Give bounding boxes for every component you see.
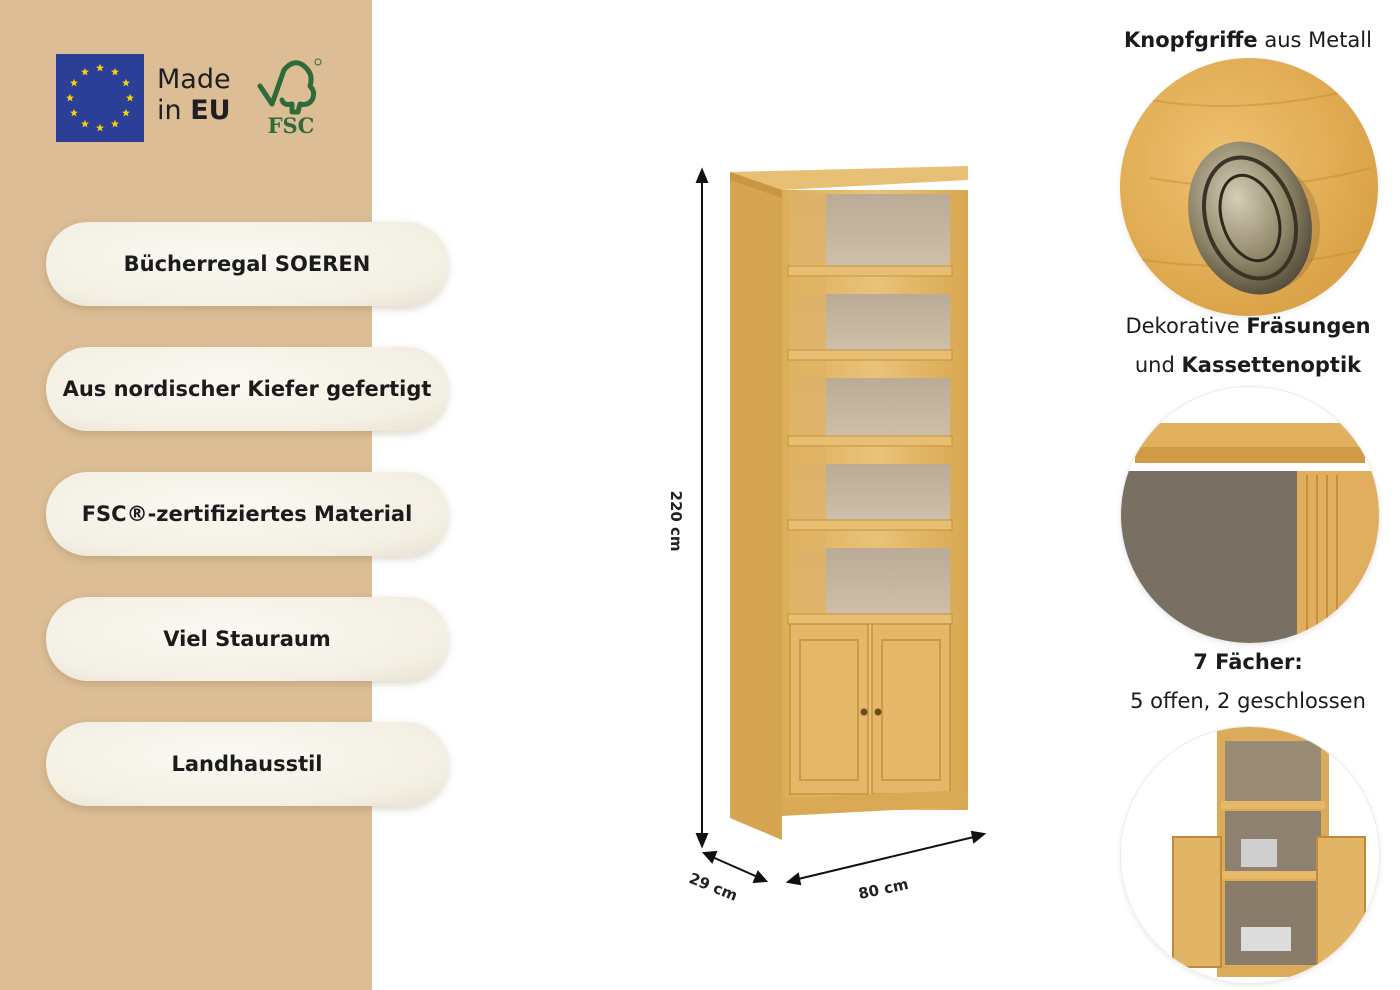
cassette-detail-icon — [1121, 387, 1379, 643]
milling-caption-line2: und Kassettenoptik — [1134, 353, 1362, 377]
open-compartments — [790, 194, 950, 614]
feature-pill-product: Bücherregal SOEREN — [46, 222, 448, 306]
eu-star-icon — [66, 93, 74, 102]
fsc-wordmark: FSC — [267, 113, 315, 138]
height-dimension-label: 220 cm — [667, 490, 685, 552]
eu-star-icon — [126, 93, 134, 102]
eu-flag-icon — [56, 54, 144, 142]
made-in-eu-label: Made in EU — [157, 64, 257, 126]
feature-pill-certified: FSC®-zertifiziertes Material — [46, 472, 448, 556]
milling-detail-photo — [1120, 386, 1380, 644]
bookshelf-illustration — [695, 166, 987, 886]
milling-caption-line1: Dekorative Fräsungen — [1125, 314, 1371, 338]
compartments-caption-detail: 5 offen, 2 geschlossen — [1130, 689, 1366, 713]
feature-pill-storage: Viel Stauraum — [46, 597, 448, 681]
eu-star-icon — [81, 67, 89, 76]
made-in-line2: in EU — [157, 95, 231, 126]
eu-star-icon — [111, 119, 119, 128]
feature-pill-style: Landhausstil — [46, 722, 448, 806]
eu-star-icon — [70, 78, 79, 87]
metal-knob-icon — [1120, 58, 1378, 316]
eu-star-icon — [111, 67, 119, 76]
compartments-caption: 7 Fächer: 5 offen, 2 geschlossen — [1100, 648, 1396, 715]
storage-detail-photo — [1120, 726, 1380, 984]
fsc-tree-icon — [257, 58, 322, 115]
eu-star-icon — [121, 108, 130, 117]
eu-star-icon — [121, 78, 130, 87]
made-in-line1: Made — [157, 64, 231, 95]
eu-star-icon — [70, 108, 79, 117]
eu-star-icon — [96, 123, 104, 132]
compartments-caption-title: 7 Fächer: — [1193, 650, 1303, 674]
knob-caption: Knopfgriffe aus Metall — [1124, 28, 1372, 52]
eu-star-icon — [81, 119, 89, 128]
eu-star-icon — [96, 63, 104, 72]
open-cabinet-icon — [1121, 727, 1379, 983]
milling-caption: Dekorative Fräsungen und Kassettenoptik — [1100, 312, 1396, 379]
knob-detail-photo — [1120, 58, 1378, 316]
feature-pill-material: Aus nordischer Kiefer gefertigt — [46, 347, 448, 431]
